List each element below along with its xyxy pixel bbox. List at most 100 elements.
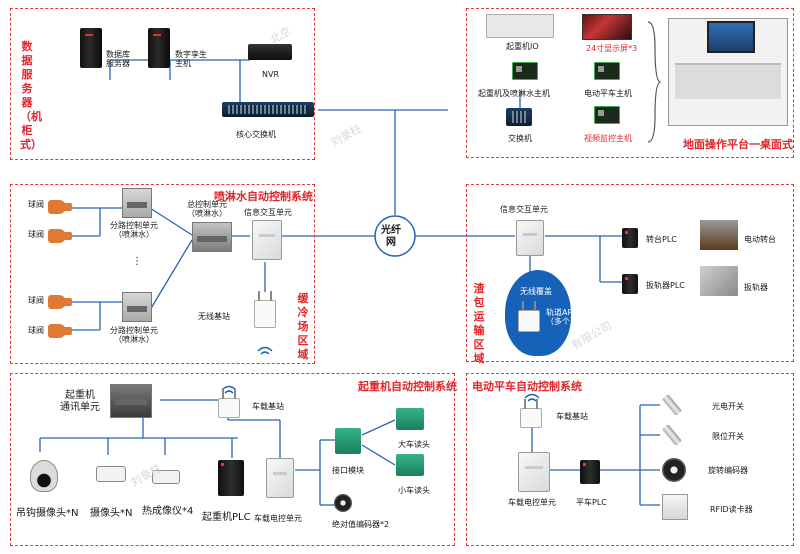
hook-camera-icon bbox=[30, 460, 58, 492]
thermal-camera-icon bbox=[152, 470, 180, 484]
crane-io-icon bbox=[486, 14, 554, 38]
turntable-photo bbox=[700, 220, 738, 250]
car-control-label: 车载电控单元 bbox=[254, 514, 302, 523]
core-switch-icon bbox=[222, 102, 314, 117]
monitor-icon bbox=[582, 14, 632, 40]
main-unit-icon bbox=[192, 222, 232, 252]
nvr-icon bbox=[248, 44, 292, 60]
valve-label-1: 球阀 bbox=[28, 200, 44, 209]
ball-valve-icon-4 bbox=[48, 324, 72, 338]
abs-encoder-icon bbox=[334, 494, 352, 512]
crane-plc-label: 起重机PLC bbox=[202, 512, 251, 523]
video-host-board-icon bbox=[594, 106, 620, 124]
rail-switch-label: 扳轨器 bbox=[744, 283, 768, 292]
rfid-reader-label: RFID读卡器 bbox=[710, 505, 753, 514]
coverage-label: 无线覆盖 bbox=[520, 287, 552, 296]
spray-info-unit-label: 信息交互单元 bbox=[244, 208, 292, 217]
trolley-host-board-icon bbox=[594, 62, 620, 80]
rail-plc-icon bbox=[622, 274, 638, 294]
trolley-host-label: 电动平车主机 bbox=[584, 89, 632, 98]
crane-host-label: 起重机及喷淋水主机 bbox=[478, 89, 550, 98]
rail-ap-label: 轨道AP （多个） bbox=[546, 308, 578, 327]
rfid-reader-icon bbox=[662, 494, 688, 520]
fiber-network-label: 光纤 网 bbox=[381, 225, 401, 248]
interface-module-icon bbox=[335, 428, 361, 454]
region-trolley-system bbox=[466, 373, 794, 546]
valve-label-3: 球阀 bbox=[28, 296, 44, 305]
region-ground-platform bbox=[466, 8, 794, 158]
branch-unit-icon-1 bbox=[122, 188, 152, 218]
wireless-base-icon bbox=[254, 291, 276, 328]
thermal-label: 热成像仪*4 bbox=[142, 506, 194, 517]
db-server-icon bbox=[80, 28, 102, 68]
monitor-label: 24寸显示屏*3 bbox=[586, 44, 638, 53]
ball-valve-icon-2 bbox=[48, 229, 72, 243]
twin-host-icon bbox=[148, 28, 170, 68]
abs-encoder-label: 绝对值编码器*2 bbox=[332, 520, 390, 529]
crane-io-label: 起重机IO bbox=[506, 42, 539, 51]
trolley-car-control-icon bbox=[518, 452, 550, 492]
trolley-plc-label: 平车PLC bbox=[576, 498, 607, 507]
rotary-encoder-label: 旋转编码器 bbox=[708, 466, 748, 475]
branch-unit-label-2: 分路控制单元 （喷淋水） bbox=[110, 326, 158, 345]
server-room-title: 数据服务器（机柜式） bbox=[20, 40, 42, 151]
camera-label: 摄像头*N bbox=[90, 508, 133, 519]
region-server-room bbox=[10, 8, 315, 160]
region-crane-system bbox=[10, 373, 455, 546]
big-reader-label: 大车读头 bbox=[398, 440, 430, 449]
valve-label-4: 球阀 bbox=[28, 326, 44, 335]
branch-unit-label-1: 分路控制单元 （喷淋水） bbox=[110, 221, 158, 240]
rail-ap-icon bbox=[518, 301, 540, 332]
platform-switch-icon bbox=[506, 108, 532, 126]
car-control-icon bbox=[266, 458, 294, 498]
small-reader-label: 小车读头 bbox=[398, 486, 430, 495]
crane-plc-icon bbox=[218, 460, 244, 496]
twin-host-label: 数字孪生 主机 bbox=[175, 50, 207, 69]
fiber-network-node bbox=[374, 215, 416, 257]
wireless-base-label: 无线基站 bbox=[198, 312, 230, 321]
branch-unit-icon-2 bbox=[122, 292, 152, 322]
platform-switch-label: 交换机 bbox=[508, 134, 532, 143]
nvr-label: NVR bbox=[262, 70, 280, 79]
car-base-label: 车载基站 bbox=[252, 402, 284, 411]
big-reader-icon bbox=[396, 408, 424, 430]
trolley-car-control-label: 车载电控单元 bbox=[508, 498, 556, 507]
spray-system-title: 喷淋水自动控制系统 bbox=[214, 190, 313, 203]
rail-switch-photo bbox=[700, 266, 738, 296]
turntable-label: 电动转台 bbox=[744, 235, 776, 244]
db-server-label: 数据库 服务器 bbox=[106, 50, 130, 69]
trolley-system-title: 电动平车自动控制系统 bbox=[472, 380, 582, 393]
camera-icon bbox=[96, 466, 126, 482]
ball-valve-icon-1 bbox=[48, 200, 72, 214]
limit-switch-label: 限位开关 bbox=[712, 432, 744, 441]
buffer-area-title: 缓冷场区域 bbox=[297, 292, 309, 361]
ball-valve-icon-3 bbox=[48, 295, 72, 309]
region-slag-area bbox=[466, 184, 794, 362]
main-unit-label: 总控制单元 （喷淋水） bbox=[187, 200, 227, 219]
rail-plc-label: 扳轨器PLC bbox=[646, 281, 685, 290]
branch-ellipsis: ⋮ bbox=[132, 256, 142, 267]
trolley-car-base-icon bbox=[520, 399, 542, 428]
interface-module-label: 接口模块 bbox=[332, 466, 364, 475]
slag-area-title: 渣包运输区域 bbox=[473, 282, 485, 365]
slag-info-unit-label: 信息交互单元 bbox=[500, 205, 548, 214]
crane-host-board-icon bbox=[512, 62, 538, 80]
operator-console-icon bbox=[668, 18, 788, 126]
valve-label-2: 球阀 bbox=[28, 230, 44, 239]
photo-switch-label: 光电开关 bbox=[712, 402, 744, 411]
trolley-plc-icon bbox=[580, 460, 600, 484]
turntable-plc-icon bbox=[622, 228, 638, 248]
slag-info-unit-icon bbox=[516, 220, 544, 256]
spray-info-unit-icon bbox=[252, 220, 282, 260]
ground-platform-title: 地面操作平台一桌面式 bbox=[683, 138, 793, 151]
rotary-encoder-icon bbox=[662, 458, 686, 482]
small-reader-icon bbox=[396, 454, 424, 476]
crane-system-title: 起重机自动控制系统 bbox=[358, 380, 457, 393]
trolley-car-base-label: 车载基站 bbox=[556, 412, 588, 421]
hook-camera-label: 吊钩摄像头*N bbox=[16, 508, 79, 519]
car-base-icon bbox=[218, 389, 240, 418]
crane-comm-icon bbox=[110, 384, 152, 418]
turntable-plc-label: 转台PLC bbox=[646, 235, 677, 244]
region-spray-system bbox=[10, 184, 315, 364]
